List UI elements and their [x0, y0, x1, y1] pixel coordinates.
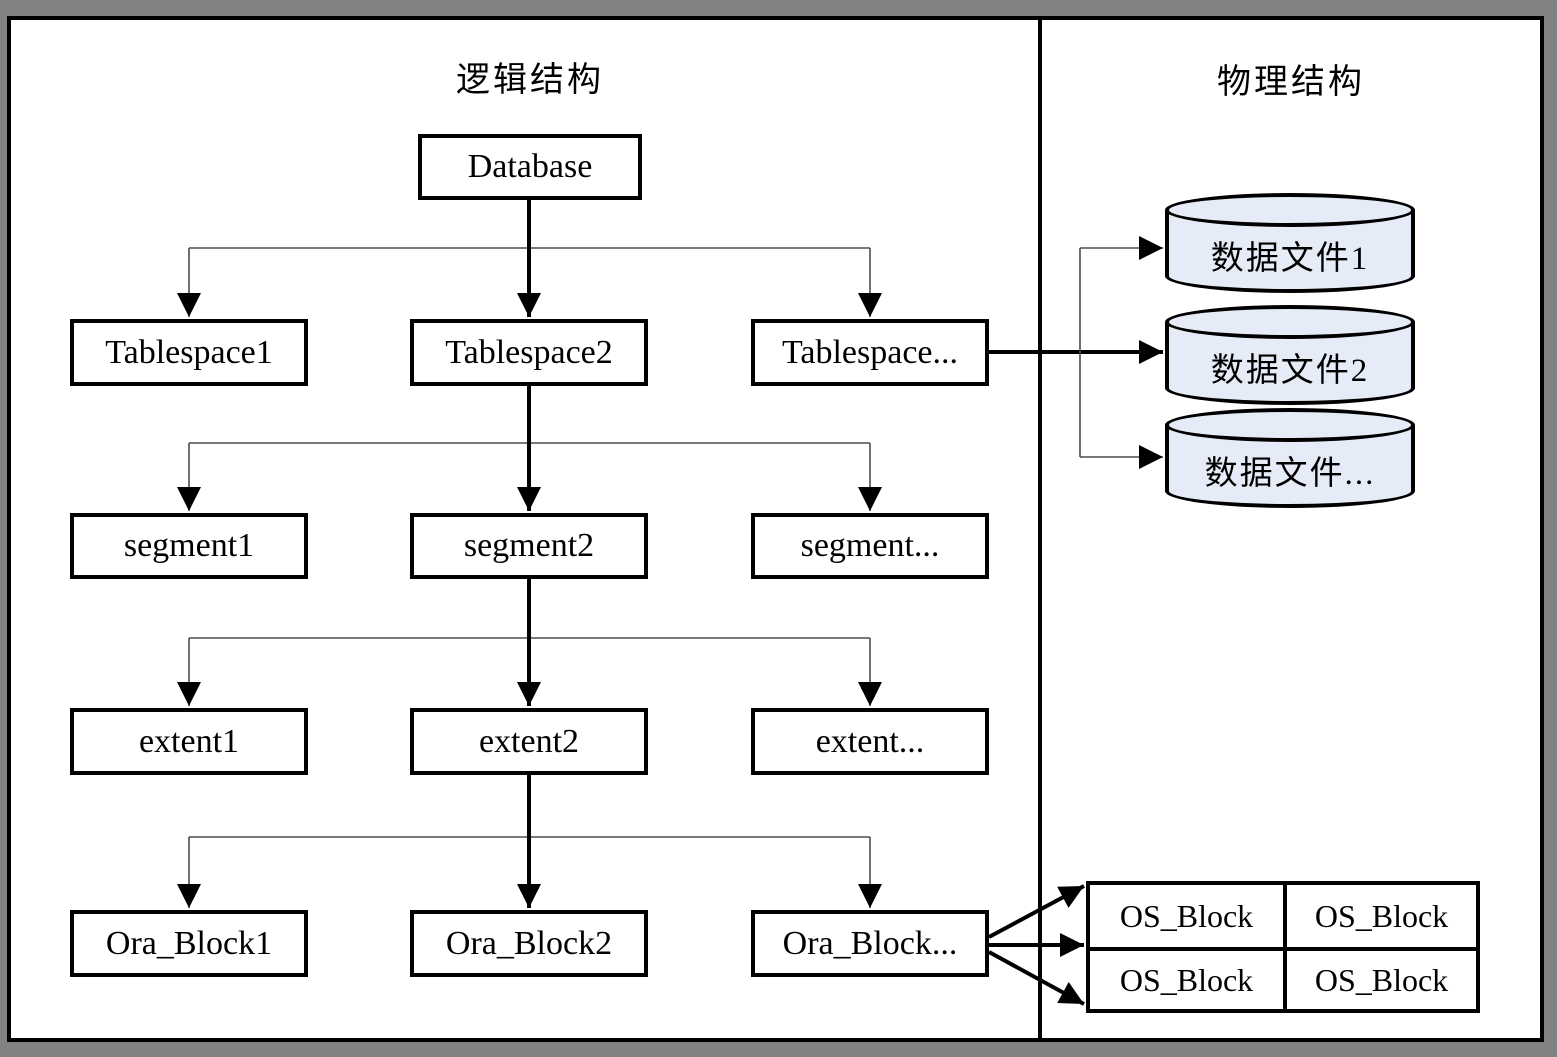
node-ora-block2: Ora_Block2 [410, 910, 648, 977]
cylinder-top-ellipse [1165, 305, 1415, 339]
node-extent-more: extent... [751, 708, 989, 775]
node-ora-block-more: Ora_Block... [751, 910, 989, 977]
node-extent2: extent2 [410, 708, 648, 775]
node-segment1: segment1 [70, 513, 308, 579]
os-block-cell: OS_Block [1283, 947, 1476, 1009]
datafile-cylinder-1: 数据文件1 [1165, 193, 1415, 293]
node-extent1: extent1 [70, 708, 308, 775]
datafile-cylinder-more: 数据文件... [1165, 408, 1415, 508]
datafile-label: 数据文件1 [1210, 241, 1370, 277]
os-block-cell: OS_Block [1119, 897, 1254, 934]
os-block-grid: OS_Block OS_Block OS_Block OS_Block [1086, 881, 1480, 1013]
os-block-cell: OS_Block [1283, 885, 1476, 947]
node-segment-more: segment... [751, 513, 989, 579]
node-database: Database [418, 134, 642, 200]
cylinder-top-ellipse [1165, 408, 1415, 442]
cylinder-top-ellipse [1165, 193, 1415, 227]
node-ora-block1: Ora_Block1 [70, 910, 308, 977]
physical-structure-title: 物理结构 [1217, 64, 1365, 101]
node-segment2: segment2 [410, 513, 648, 579]
node-tablespace-more: Tablespace... [751, 319, 989, 386]
datafile-cylinder-2: 数据文件2 [1165, 305, 1415, 405]
datafile-label: 数据文件2 [1210, 353, 1370, 389]
logical-physical-divider [1038, 16, 1042, 1042]
os-block-cell: OS_Block [1090, 947, 1283, 1009]
node-tablespace2: Tablespace2 [410, 319, 648, 386]
logical-structure-title: 逻辑结构 [456, 62, 604, 99]
datafile-label: 数据文件... [1204, 456, 1376, 492]
node-tablespace1: Tablespace1 [70, 319, 308, 386]
